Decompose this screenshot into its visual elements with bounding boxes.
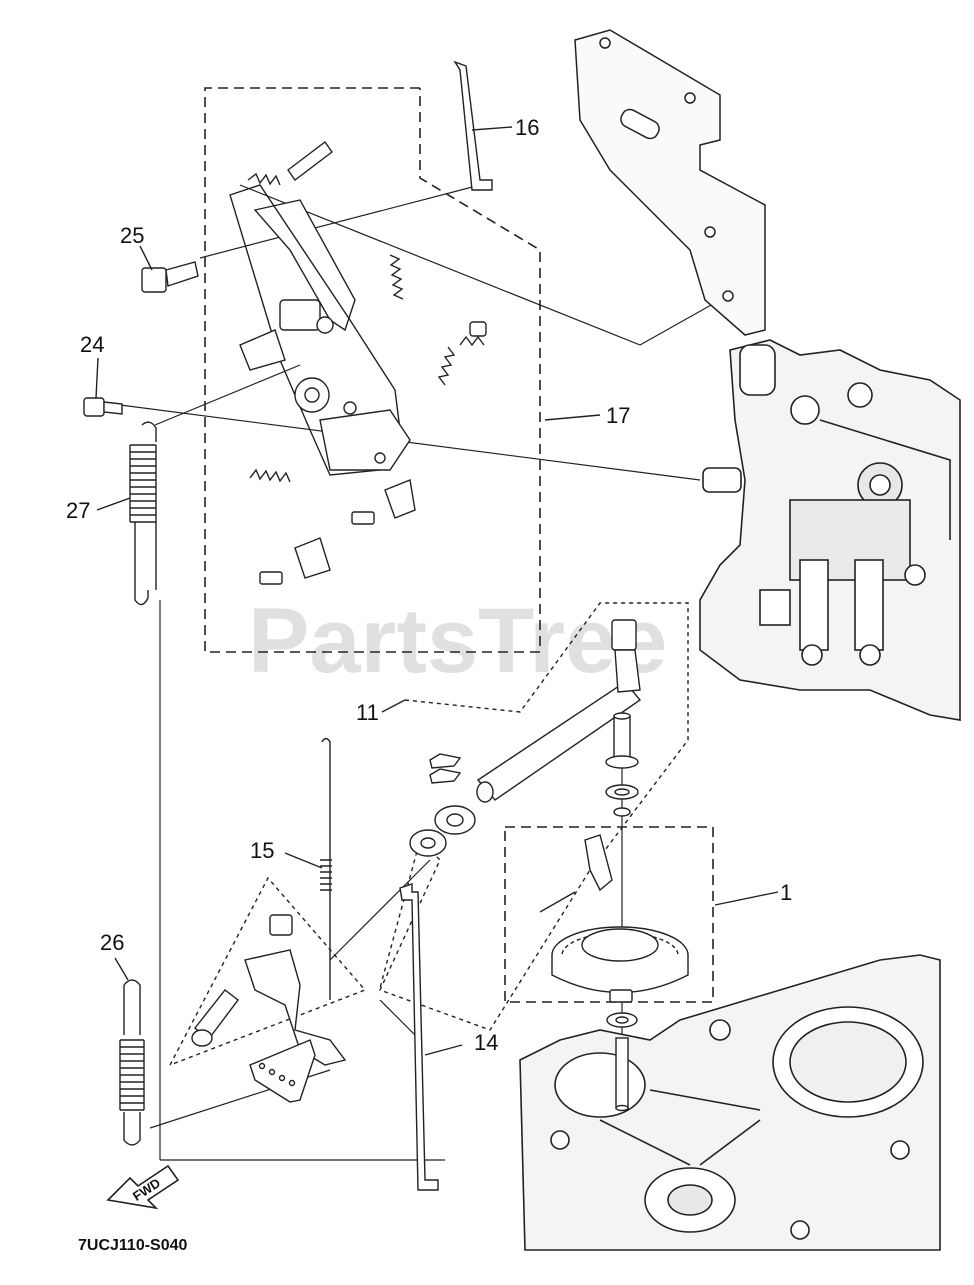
part-24-bolt-drawing	[83, 397, 123, 417]
crankcase-upper-drawing	[699, 339, 961, 721]
callout-11: 11	[356, 700, 379, 725]
assembly-17-drawing	[229, 141, 487, 585]
watermark: PartsTree	[248, 590, 667, 692]
part-14-rod-drawing	[399, 883, 439, 1191]
crankcase-lower-drawing	[519, 954, 941, 1251]
fwd-direction-arrow: FWD	[106, 1164, 180, 1210]
assembly-1-group-outline	[504, 826, 714, 1003]
assembly-15-group-outline	[169, 876, 367, 1066]
callout-17: 17	[606, 403, 630, 428]
callout-24: 24	[80, 332, 104, 357]
callout-26: 26	[100, 930, 124, 955]
governor-lever-drawing	[191, 914, 347, 1103]
part-16-rod-drawing	[453, 60, 493, 191]
part-27-spring-drawing	[129, 421, 157, 606]
part-25-bolt-drawing	[141, 261, 199, 293]
assembly-17-group-outline	[204, 87, 541, 653]
callout-27: 27	[66, 498, 90, 523]
diagram-code: 7UCJ110-S040	[78, 1237, 188, 1254]
callout-25: 25	[120, 223, 144, 248]
part-11-shaft-drawing	[409, 619, 642, 857]
part-15-rod-drawing	[320, 737, 332, 1000]
part-26-spring-drawing	[119, 979, 145, 1146]
callout-1: 1	[780, 880, 792, 905]
engine-bracket-drawing	[574, 29, 766, 336]
callout-16: 16	[515, 115, 539, 140]
callout-15: 15	[250, 838, 274, 863]
assembly-1-governor-gear-drawing	[539, 834, 689, 1112]
callout-14: 14	[474, 1030, 498, 1055]
